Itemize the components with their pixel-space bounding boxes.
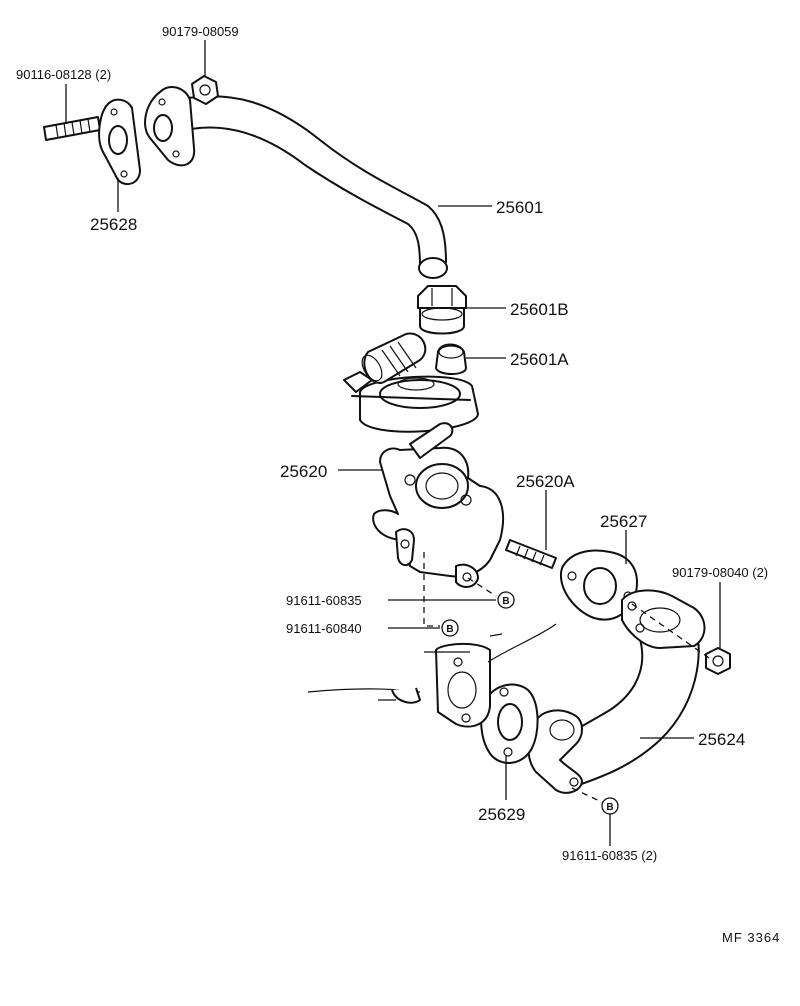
label-25601: 25601 [496,198,543,217]
label-91611-60835-top: 91611-60835 [286,593,362,608]
leader-lines [65,40,721,846]
fitting-25601B [417,285,467,335]
manifold-section [307,623,557,728]
label-25628: 25628 [90,215,137,234]
label-25627: 25627 [600,512,647,531]
label-25620: 25620 [280,462,327,481]
assembly-lines [423,552,713,805]
bolt-marker-text: B [446,624,453,635]
pipe-25601 [144,85,448,279]
label-91611-60840: 91611-60840 [286,621,362,636]
label-25601A: 25601A [510,350,569,369]
label-90116-08128: 90116-08128 (2) [16,67,111,82]
label-25620A: 25620A [516,472,575,491]
sleeve-25601A [435,343,467,375]
bolt-marker-text: B [502,596,509,607]
gasket-25629 [480,683,539,764]
nut-90179-08040 [705,647,731,675]
label-25601B: 25601B [510,300,569,319]
label-25629: 25629 [478,805,525,824]
bolt-marker-b: B [441,619,459,637]
bolt-marker-c: B [601,797,619,815]
stud-25620A [505,539,557,569]
label-25624: 25624 [698,730,745,749]
bolt-marker-a: B [497,591,515,609]
label-90179-08040: 90179-08040 (2) [672,565,768,580]
egr-valve-25620 [343,332,505,588]
label-91611-60835-bottom: 91611-60835 (2) [562,848,657,863]
gasket-25628 [98,98,141,186]
nut-90179-08059 [191,75,219,105]
bolt-marker-text: B [606,802,613,813]
diagram-code: MF 3364 [722,930,780,945]
label-90179-08059: 90179-08059 [162,24,239,39]
stud-90116-08128 [43,116,101,141]
pipe-25624 [527,589,706,794]
